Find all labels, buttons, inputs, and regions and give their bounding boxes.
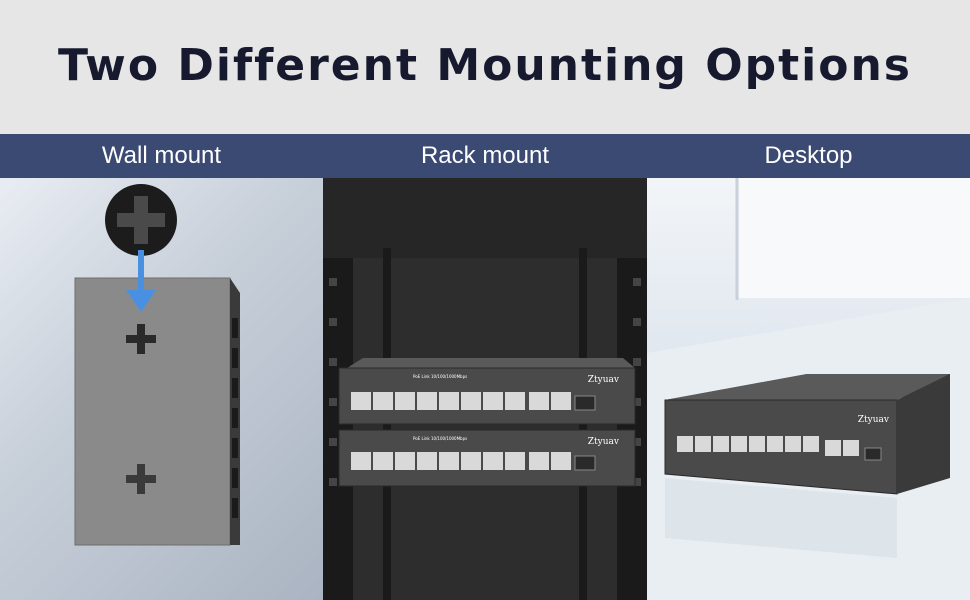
- wall-mount-illustration: [74, 184, 240, 546]
- mounting-hole-top-icon: [126, 324, 156, 354]
- options-band: Wall mount Rack mount Desktop: [0, 134, 970, 178]
- brand-label-2: Ztyuav: [588, 437, 620, 447]
- mounting-hole-bottom-icon: [126, 464, 156, 494]
- header: Two Different Mounting Options: [0, 0, 970, 134]
- rack-mount-panel: Ztyuav Ztyuav PoE Link 10/100/1000Mbps P…: [323, 178, 647, 600]
- page-title: Two Different Mounting Options: [58, 40, 912, 91]
- poe-link-label-2: PoE Link 10/100/1000Mbps: [413, 436, 467, 441]
- switch-side-panel: [75, 278, 230, 545]
- option-label-wall-mount: Wall mount: [101, 142, 222, 169]
- rack-switch-2: [338, 429, 636, 487]
- desktop-illustration: Ztyuav: [647, 178, 970, 600]
- down-arrow-icon: [138, 250, 144, 294]
- poe-link-label-1: PoE Link 10/100/1000Mbps: [413, 374, 467, 379]
- rack-mount-illustration: Ztyuav Ztyuav PoE Link 10/100/1000Mbps P…: [323, 178, 647, 600]
- desktop-switch: [664, 374, 950, 495]
- rack-switch-1: [338, 358, 636, 425]
- option-label-rack-mount: Rack mount: [420, 142, 550, 169]
- brand-label-3: Ztyuav: [858, 415, 890, 425]
- wall-mount-panel: [0, 178, 323, 600]
- desktop-panel: Ztyuav: [647, 178, 970, 600]
- option-label-desktop: Desktop: [764, 142, 853, 169]
- brand-label-1: Ztyuav: [588, 375, 620, 385]
